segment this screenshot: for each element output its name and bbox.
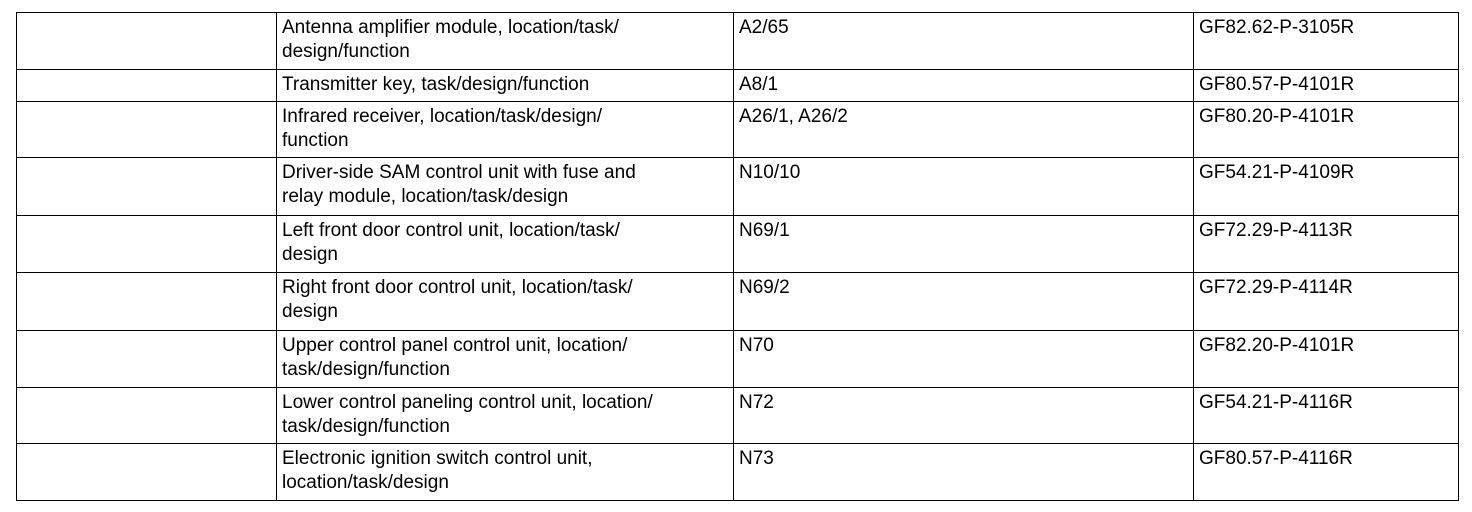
blank-cell [16,330,277,388]
code-cell: N70 [733,330,1194,388]
reference-cell: GF80.57-P-4101R [1193,69,1459,102]
reference-cell: GF80.57-P-4116R [1193,443,1459,501]
reference-cell: GF82.20-P-4101R [1193,330,1459,388]
description-cell: Driver-side SAM control unit with fuse a… [276,157,734,216]
description-cell: Antenna amplifier module, location/task/… [276,12,734,70]
table-body: Antenna amplifier module, location/task/… [16,12,1459,501]
description-cell: Infrared receiver, location/task/design/… [276,101,734,158]
description-cell: Right front door control unit, location/… [276,272,734,331]
table-row: Infrared receiver, location/task/design/… [16,101,1459,158]
blank-cell [16,215,277,273]
table-row: Lower control paneling control unit, loc… [16,387,1459,444]
reference-cell: GF82.62-P-3105R [1193,12,1459,70]
description-cell: Electronic ignition switch control unit,… [276,443,734,501]
code-cell: N72 [733,387,1194,444]
table-row: Left front door control unit, location/t… [16,215,1459,273]
blank-cell [16,157,277,216]
reference-cell: GF54.21-P-4116R [1193,387,1459,444]
blank-cell [16,387,277,444]
table-row: Driver-side SAM control unit with fuse a… [16,157,1459,216]
description-cell: Transmitter key, task/design/function [276,69,734,102]
blank-cell [16,12,277,70]
code-cell: A2/65 [733,12,1194,70]
description-cell: Left front door control unit, location/t… [276,215,734,273]
blank-cell [16,69,277,102]
reference-cell: GF54.21-P-4109R [1193,157,1459,216]
reference-cell: GF80.20-P-4101R [1193,101,1459,158]
blank-cell [16,272,277,331]
blank-cell [16,101,277,158]
description-cell: Lower control paneling control unit, loc… [276,387,734,444]
document-table: Antenna amplifier module, location/task/… [16,12,1459,501]
reference-cell: GF72.29-P-4114R [1193,272,1459,331]
reference-cell: GF72.29-P-4113R [1193,215,1459,273]
code-cell: A26/1, A26/2 [733,101,1194,158]
blank-cell [16,443,277,501]
code-cell: N10/10 [733,157,1194,216]
table-row: Right front door control unit, location/… [16,272,1459,331]
description-cell: Upper control panel control unit, locati… [276,330,734,388]
table-row: Antenna amplifier module, location/task/… [16,12,1459,70]
code-cell: A8/1 [733,69,1194,102]
code-cell: N69/2 [733,272,1194,331]
table-row: Upper control panel control unit, locati… [16,330,1459,388]
code-cell: N73 [733,443,1194,501]
table-row: Electronic ignition switch control unit,… [16,443,1459,501]
code-cell: N69/1 [733,215,1194,273]
